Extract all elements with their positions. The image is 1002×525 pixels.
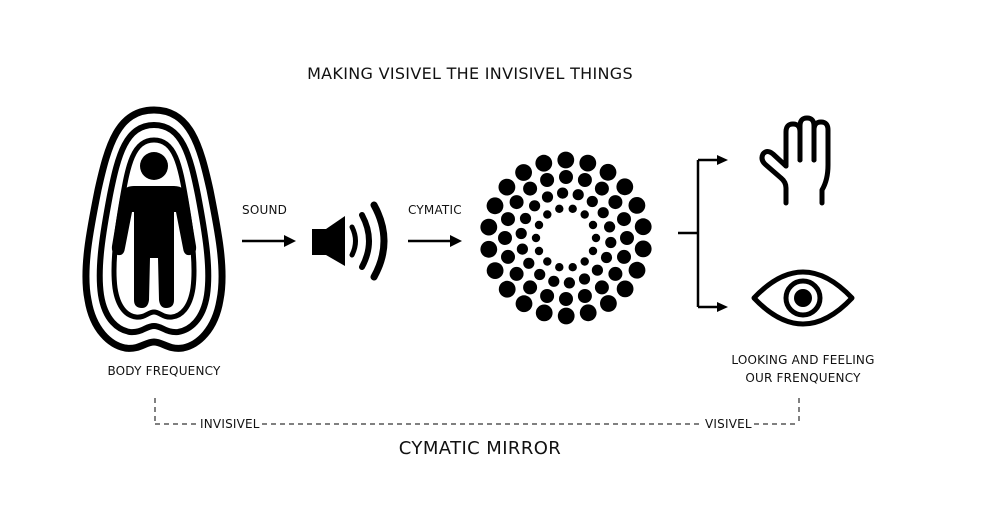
cymatic-dot [480,240,498,258]
cymatic-dot [501,249,515,264]
cymatic-dot [534,220,544,230]
cymatic-dot [515,295,533,313]
cymatic-mirror-title: CYMATIC MIRROR [398,438,562,459]
cymatic-dot [501,212,515,227]
cymatic-dot [540,289,555,303]
cymatic-dot [509,266,524,281]
cymatic-dot [599,163,617,181]
cymatic-dot [540,173,555,187]
invisivel-label: INVISIVEL [200,417,260,431]
cymatic-dot [516,243,529,255]
cymatic-dot [616,178,634,196]
cymatic-dot [555,263,564,272]
looking-feeling-label-line1: LOOKING AND FEELING [731,353,875,367]
cymatic-dot [591,233,601,243]
cymatic-dot [579,304,597,322]
cymatic-dot [515,164,532,181]
cymatic-dot [594,280,609,295]
cymatic-dot [523,181,538,196]
cymatic-dot [628,261,646,279]
looking-feeling-label-line2: OUR FRENQUENCY [745,371,861,385]
body-frequency-label: BODY FREQUENCY [107,364,221,378]
cymatic-dot [534,246,544,256]
cymatic-dot [580,210,589,219]
cymatic-dot [535,154,553,172]
visivel-label: VISIVEL [705,417,752,431]
cymatic-label: CYMATIC [408,203,462,217]
cymatic-dot [557,307,575,325]
cymatic-dot [543,210,552,219]
cymatic-dot [534,268,546,281]
cymatic-dot [523,257,535,269]
cymatic-dot [600,251,613,264]
hand-icon [759,115,831,206]
cymatic-dot [588,246,598,256]
cymatic-dot [604,221,616,233]
cymatic-dot [572,189,584,201]
cymatic-dot [608,266,623,281]
cymatic-dot [605,236,617,249]
eye-icon [751,269,855,327]
cymatic-dot [523,280,538,295]
cymatic-dot [577,289,592,303]
cymatic-dot [600,295,617,312]
cymatic-dot [568,263,577,272]
cymatic-dot [541,191,554,203]
cymatic-dot [620,231,634,245]
cymatic-dot [634,240,652,258]
cymatic-dot [559,292,573,306]
cymatic-dot [486,197,504,215]
sound-label: SOUND [242,203,288,217]
cymatic-dot [608,195,623,210]
cymatic-dot [535,304,553,322]
cymatic-dot [568,204,577,213]
cymatic-dot [519,212,532,225]
arrow-cymatic [408,235,462,247]
cymatic-dot [529,200,541,212]
cymatic-dot [543,257,552,266]
cymatic-dot [594,181,609,196]
cymatic-dot [559,170,573,184]
cymatic-dot [580,257,589,266]
cymatic-dot [616,280,634,298]
cymatic-dot [586,195,598,208]
arrow-sound [242,235,296,247]
diagram-title: MAKING VISIVEL THE INVISIVEL THINGS [307,64,633,83]
cymatic-dot [509,195,524,210]
cymatic-dot [557,151,575,169]
cymatic-dot [588,220,598,230]
cymatic-dot [498,231,512,245]
cymatic-dot [597,207,609,219]
cymatic-pattern-icon [480,151,652,325]
dashed-bracket [154,398,800,425]
cymatic-dot [498,280,516,298]
body-frequency-icon [82,106,226,352]
cymatic-dot [617,249,631,264]
cymatic-dot [628,197,646,214]
cymatic-dot [531,233,541,243]
cymatic-dot [591,264,604,276]
cymatic-dot [617,212,631,227]
cymatic-dot [578,273,591,285]
cymatic-dot [563,277,576,289]
cymatic-dot [577,173,592,187]
cymatic-dot [548,275,560,287]
cymatic-dot [486,262,504,279]
cymatic-dot [555,204,564,213]
cymatic-dot [579,154,597,172]
speaker-icon [312,201,388,281]
cymatic-dot [480,218,498,236]
cymatic-dot [634,218,652,236]
cymatic-dot [515,227,527,240]
branch-connector [678,155,728,312]
cymatic-dot [498,178,516,196]
cymatic-dot [557,187,569,199]
